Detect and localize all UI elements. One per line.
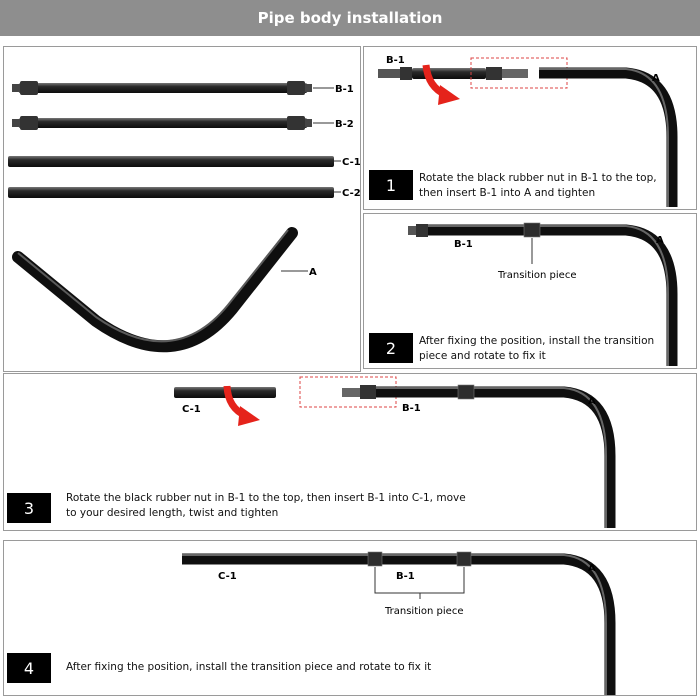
step1-number: 1 — [385, 175, 397, 195]
step4-number: 4 — [23, 658, 35, 678]
step3-number: 3 — [23, 498, 35, 518]
page-header: Pipe body installation — [0, 0, 700, 36]
step2-diagram: B-1 A Transition piece — [408, 222, 678, 366]
step1-panel: B-1 A 1 Rotate the black rubber nut in B… — [363, 46, 697, 210]
parts-diagram: B-1 B-2 C-1 C-2 A — [8, 81, 361, 353]
step3-label-c1: C-1 — [182, 404, 201, 415]
part-c2-pipe — [8, 187, 341, 198]
step4-transition-piece-left — [367, 551, 383, 567]
step3-caption: Rotate the black rubber nut in B-1 to th… — [66, 492, 466, 519]
step4-label-c1: C-1 — [218, 571, 237, 582]
step3-b1-a-assembly — [342, 384, 616, 528]
step2-label-transition: Transition piece — [497, 270, 576, 281]
step4-label-a: A — [588, 563, 596, 574]
step2-assembly — [408, 222, 678, 366]
step4-panel: C-1 B-1 A Transition piece 4 After fixin… — [3, 540, 697, 696]
step1-caption: Rotate the black rubber nut in B-1 to th… — [419, 172, 657, 199]
part-b1-pipe — [12, 81, 334, 95]
step2-transition-piece — [523, 222, 541, 238]
step3-diagram: C-1 B-1 A — [174, 376, 616, 528]
step2-number: 2 — [385, 338, 397, 358]
part-label-b2: B-2 — [335, 119, 354, 130]
step2-caption: After fixing the position, install the t… — [419, 335, 655, 362]
part-label-c2: C-2 — [342, 188, 360, 199]
step1-b1-part — [378, 67, 528, 80]
step3-panel: C-1 B-1 A 3 Rotate the black rubber nut … — [3, 373, 697, 531]
step1-diagram: B-1 A — [378, 55, 678, 207]
part-b2-pipe — [12, 116, 334, 130]
step4-number-badge: 4 — [7, 653, 51, 683]
step4-assembly — [182, 551, 616, 695]
step1-label-a: A — [652, 73, 660, 84]
step4-transition-piece-right — [456, 551, 472, 567]
step4-caption: After fixing the position, install the t… — [66, 661, 432, 673]
part-a-pipe — [12, 227, 308, 353]
part-c1-pipe — [8, 156, 341, 167]
step1-number-badge: 1 — [369, 170, 413, 200]
step4-label-transition: Transition piece — [384, 606, 463, 617]
step4-diagram: C-1 B-1 A Transition piece — [182, 551, 616, 695]
step3-label-a: A — [588, 396, 596, 407]
part-label-a: A — [309, 267, 317, 278]
part-label-b1: B-1 — [335, 84, 354, 95]
step3-number-badge: 3 — [7, 493, 51, 523]
step1-a-pipe — [539, 67, 678, 207]
step2-label-b1: B-1 — [454, 239, 473, 250]
parts-panel: B-1 B-2 C-1 C-2 A — [3, 46, 361, 372]
step2-panel: B-1 A Transition piece 2 After fixing th… — [363, 213, 697, 369]
step2-number-badge: 2 — [369, 333, 413, 363]
step2-label-a: A — [656, 235, 664, 246]
step3-rotate-arrow-icon — [223, 385, 260, 426]
step4-label-b1: B-1 — [396, 571, 415, 582]
step3-label-b1: B-1 — [402, 403, 421, 414]
part-label-c1: C-1 — [342, 157, 360, 168]
page-title: Pipe body installation — [257, 9, 443, 27]
step1-label-b1: B-1 — [386, 55, 405, 66]
step1-rotate-arrow-icon — [422, 64, 460, 105]
